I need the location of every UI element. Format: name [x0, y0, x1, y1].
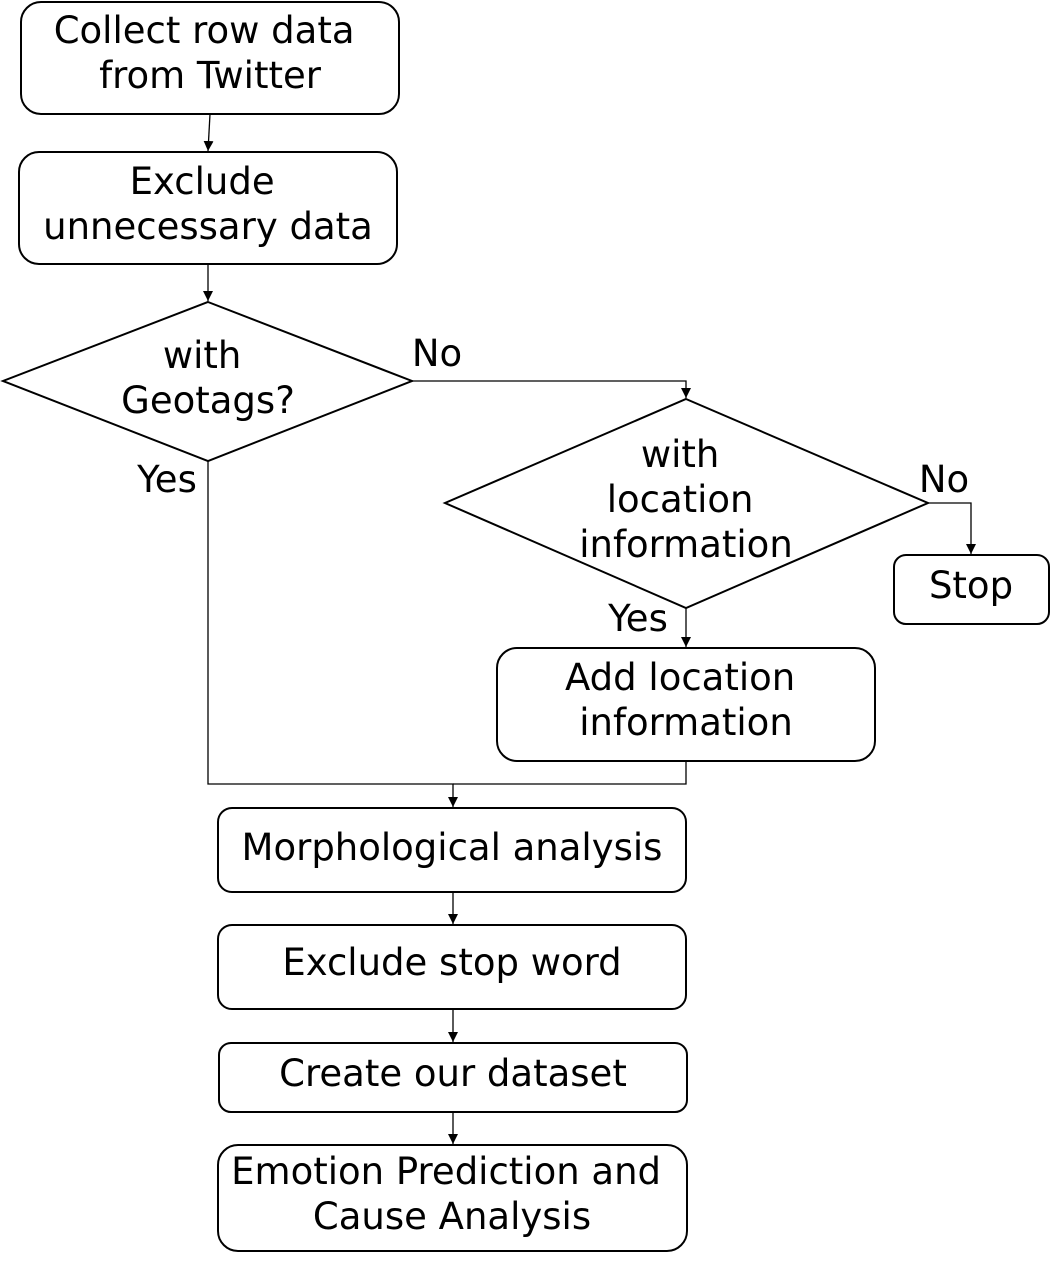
edge-geotags-no: [412, 380, 691, 398]
location-info-label: with location information: [579, 433, 793, 566]
edge-labels: No Yes No Yes: [136, 332, 969, 640]
geotags-label: with Geotags?: [121, 334, 295, 422]
exclude-stop-label: Exclude stop word: [282, 941, 621, 984]
morphological-label: Morphological analysis: [242, 826, 663, 869]
emotion-box: [217, 1144, 688, 1252]
exclude-unnecessary-box: [18, 151, 398, 265]
stop-label: Stop: [929, 564, 1013, 607]
edge-add-location-merge: [453, 761, 687, 785]
morphological-box: [217, 807, 687, 893]
emotion-label: Emotion Prediction and Cause Analysis: [231, 1150, 673, 1238]
create-dataset-label: Create our dataset: [279, 1052, 627, 1095]
node-labels: Collect row data from Twitter Exclude un…: [43, 9, 1013, 1238]
exclude-unnecessary-label: Exclude unnecessary data: [43, 160, 373, 248]
geotags-decision: [0, 300, 415, 463]
geotags-yes-label: Yes: [136, 458, 197, 501]
stop-box: [893, 554, 1050, 625]
collect-box: [20, 1, 400, 115]
exclude-stop-box: [217, 924, 687, 1010]
collect-label: Collect row data from Twitter: [54, 9, 367, 97]
location-no-label: No: [919, 458, 969, 501]
location-info-decision: [442, 397, 931, 610]
location-yes-label: Yes: [607, 597, 668, 640]
edge-location-no: [928, 502, 976, 554]
add-location-box: [496, 647, 876, 762]
connectors: [203, 113, 976, 1144]
edge-collect-to-exclude: [203, 113, 214, 152]
add-location-label: Add location information: [565, 656, 807, 744]
create-dataset-box: [218, 1042, 688, 1113]
geotags-no-label: No: [412, 332, 462, 375]
edge-geotags-yes: [207, 461, 458, 807]
